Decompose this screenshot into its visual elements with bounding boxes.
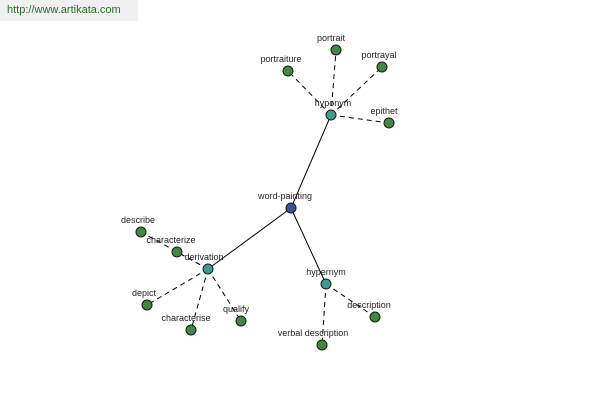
relation-node-label[interactable]: hyponym xyxy=(315,98,352,108)
root-node-label[interactable]: word-painting xyxy=(257,191,312,201)
leaf-node-circle[interactable] xyxy=(369,311,381,323)
leaf-node-circle[interactable] xyxy=(185,324,197,336)
leaf-node-circle[interactable] xyxy=(141,299,153,311)
edge-word-painting-hypernym xyxy=(290,207,327,285)
relation-node-label[interactable]: hypernym xyxy=(306,267,346,277)
relation-node-hypernym[interactable]: hypernym xyxy=(306,267,346,290)
leaf-node-label[interactable]: verbal description xyxy=(278,328,349,338)
leaf-node-label[interactable]: qualify xyxy=(223,304,250,314)
leaf-node-describe[interactable]: describe xyxy=(121,215,155,238)
leaf-node-label[interactable]: portrait xyxy=(317,33,346,43)
leaf-node-label[interactable]: describe xyxy=(121,215,155,225)
edge-derivation-qualify xyxy=(207,268,242,322)
root-node-circle[interactable] xyxy=(285,202,297,214)
leaf-node-portrait[interactable]: portrait xyxy=(317,33,346,56)
leaf-node-portrayal[interactable]: portrayal xyxy=(361,50,397,73)
leaf-node-label[interactable]: description xyxy=(347,300,391,310)
leaf-node-circle[interactable] xyxy=(376,61,388,73)
edge-derivation-depict xyxy=(146,268,209,306)
leaf-node-circle[interactable] xyxy=(135,226,147,238)
relation-node-hyponym[interactable]: hyponym xyxy=(315,98,352,121)
edge-hypernym-description xyxy=(325,283,376,318)
leaf-node-description[interactable]: description xyxy=(347,300,391,323)
leaf-node-circle[interactable] xyxy=(383,117,395,129)
leaf-node-circle[interactable] xyxy=(330,44,342,56)
leaf-node-qualify[interactable]: qualify xyxy=(223,304,250,327)
nodes-layer: portraiture portrait portrayal epithet descr… xyxy=(121,33,398,351)
leaf-node-label[interactable]: epithet xyxy=(370,106,398,116)
edge-hyponym-portrayal xyxy=(330,66,383,116)
relation-node-circle[interactable] xyxy=(320,278,332,290)
leaf-node-circle[interactable] xyxy=(235,315,247,327)
leaf-node-label[interactable]: characterize xyxy=(146,235,195,245)
watermark-url[interactable]: http://www.artikata.com xyxy=(0,0,138,21)
edge-hyponym-portrait xyxy=(330,49,337,116)
relation-node-circle[interactable] xyxy=(325,109,337,121)
leaf-node-label[interactable]: portraiture xyxy=(260,54,301,64)
leaf-node-label[interactable]: depict xyxy=(132,288,157,298)
relation-node-circle[interactable] xyxy=(202,263,214,275)
leaf-node-characterize[interactable]: characterize xyxy=(146,235,196,258)
leaf-node-label[interactable]: portrayal xyxy=(361,50,396,60)
edge-word-painting-derivation xyxy=(207,207,292,270)
edge-hyponym-epithet xyxy=(330,114,390,124)
edge-hypernym-verbal-description xyxy=(321,283,327,346)
leaf-node-portraiture[interactable]: portraiture xyxy=(260,54,302,77)
root-node-word-painting[interactable]: word-painting xyxy=(257,191,312,214)
leaf-node-circle[interactable] xyxy=(282,65,294,77)
leaf-node-circle[interactable] xyxy=(171,246,183,258)
leaf-node-verbal-description[interactable]: verbal description xyxy=(278,328,349,351)
relation-node-label[interactable]: derivation xyxy=(184,252,223,262)
leaf-node-depict[interactable]: depict xyxy=(132,288,157,311)
leaf-node-epithet[interactable]: epithet xyxy=(370,106,398,129)
leaf-node-circle[interactable] xyxy=(316,339,328,351)
relation-node-derivation[interactable]: derivation xyxy=(184,252,224,275)
leaf-node-characterise[interactable]: characterise xyxy=(161,313,211,336)
leaf-node-label[interactable]: characterise xyxy=(161,313,210,323)
edge-derivation-characterize xyxy=(176,251,209,270)
edges-layer xyxy=(140,49,390,346)
edge-derivation-characterise xyxy=(190,268,209,331)
edge-word-painting-hyponym xyxy=(290,114,332,209)
edge-hyponym-portraiture xyxy=(287,70,332,116)
